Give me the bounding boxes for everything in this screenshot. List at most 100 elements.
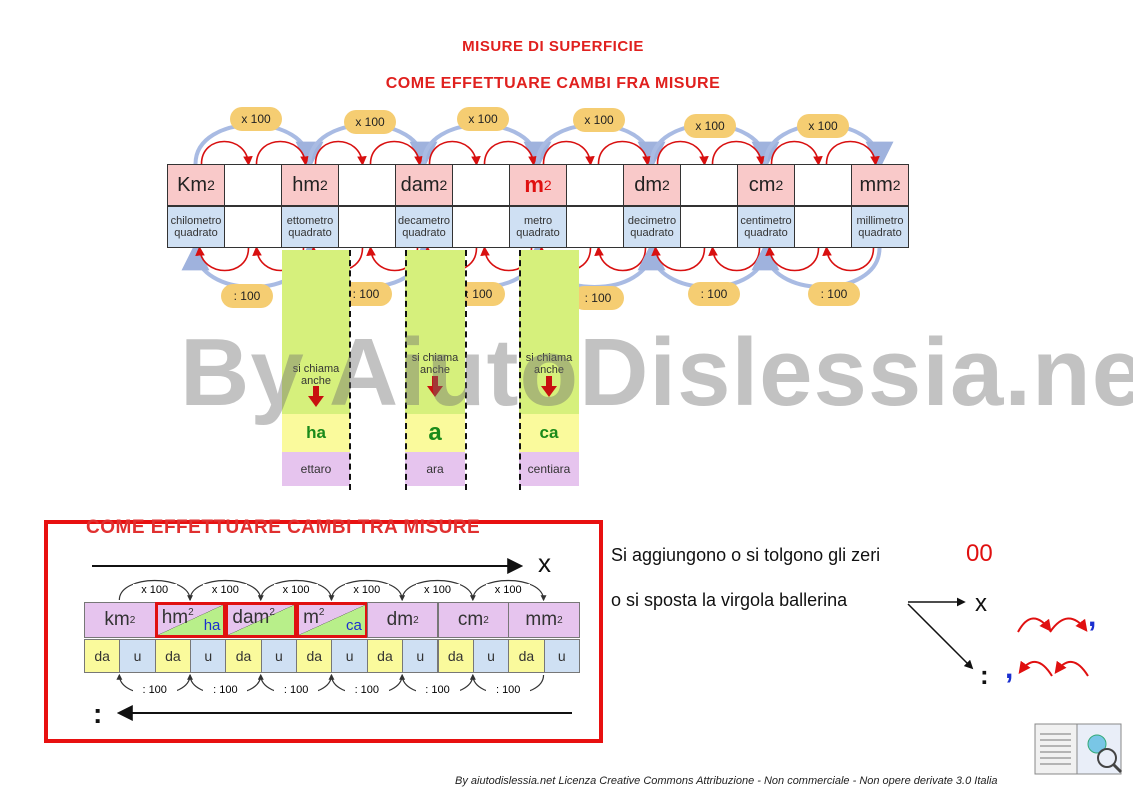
inset-divide-label: : 100 bbox=[344, 684, 389, 696]
inset-divide-label: : 100 bbox=[486, 684, 531, 696]
small-arc-top bbox=[825, 140, 880, 166]
dashed-separator bbox=[465, 250, 467, 490]
unit-exponent: 2 bbox=[320, 177, 328, 193]
unit-symbol-text: mm bbox=[859, 173, 893, 196]
inset-multiply-label: x 100 bbox=[132, 584, 177, 596]
inset-unit-exponent: 2 bbox=[269, 607, 275, 618]
inset-arc-top bbox=[330, 579, 406, 602]
inset-unit-exponent: 2 bbox=[188, 607, 194, 618]
rule-comma-text: o si sposta la virgola ballerina bbox=[611, 590, 848, 610]
inset-multiply-label: x 100 bbox=[203, 584, 248, 596]
inset-multiply-label: x 100 bbox=[486, 584, 531, 596]
unit-symbol-text: m bbox=[524, 172, 544, 197]
divide-bubble: : 100 bbox=[688, 282, 740, 306]
unit-exponent: 2 bbox=[775, 177, 784, 193]
small-arc-top bbox=[711, 140, 766, 166]
inset-unit-exponent: 2 bbox=[483, 614, 489, 626]
unit-symbol-text: hm bbox=[292, 173, 320, 196]
rule-zeros-value: 00 bbox=[966, 540, 993, 567]
small-arc-top bbox=[428, 140, 481, 166]
inset-multiply-label: x 100 bbox=[344, 584, 389, 596]
multiply-bubble: x 100 bbox=[230, 107, 282, 131]
small-arc-bottom bbox=[651, 246, 706, 272]
unit-exponent: 2 bbox=[439, 177, 448, 193]
unit-name-dm: decimetro quadrato bbox=[623, 206, 681, 248]
inset-unit-exponent: 2 bbox=[318, 607, 325, 618]
unit-exponent: 2 bbox=[662, 177, 670, 193]
small-arc-bottom bbox=[594, 246, 647, 272]
inset-arc-top bbox=[189, 579, 264, 602]
small-arc-top bbox=[200, 140, 253, 166]
unit-spacer-cell bbox=[452, 164, 510, 206]
site-logo bbox=[1033, 720, 1125, 776]
agrarian-note: si chiama anche bbox=[411, 352, 459, 376]
unit-spacer-cell bbox=[794, 164, 852, 206]
unit-name-km: chilometro quadrato bbox=[167, 206, 225, 248]
down-arrow-icon bbox=[427, 376, 443, 397]
multiply-bubble: x 100 bbox=[344, 110, 396, 134]
inset-frame bbox=[44, 520, 603, 743]
inset-divide-symbol: : bbox=[93, 698, 103, 729]
inset-digit-u: u bbox=[331, 639, 368, 673]
unit-name-mm: millimetro quadrato bbox=[851, 206, 909, 248]
agrarian-symbol-ca: ca bbox=[519, 414, 579, 452]
unit-symbol-text: dam bbox=[400, 173, 440, 196]
inset-digit-da: da bbox=[437, 639, 474, 673]
unit-spacer-cell bbox=[224, 206, 282, 248]
unit-name-hm: ettometro quadrato bbox=[281, 206, 339, 248]
inset-divide-label: : 100 bbox=[274, 684, 319, 696]
down-arrow-icon bbox=[541, 376, 557, 397]
unit-exponent: 2 bbox=[543, 177, 552, 193]
inset-arc-top bbox=[118, 579, 194, 602]
inset-digit-da: da bbox=[366, 639, 404, 673]
inset-digit-u: u bbox=[190, 639, 227, 673]
unit-exponent: 2 bbox=[207, 177, 215, 193]
inset-unit-text: dm bbox=[386, 609, 414, 630]
inset-arc-top bbox=[472, 579, 547, 602]
inset-digit-da: da bbox=[296, 639, 333, 673]
license-footer: By aiutodislessia.net Licenza Creative C… bbox=[455, 775, 998, 787]
inset-unit-text: hm bbox=[161, 607, 189, 628]
small-arc-top bbox=[314, 140, 367, 166]
small-arc-top bbox=[770, 140, 823, 166]
inset-arc-top bbox=[260, 579, 335, 602]
inset-unit-text: cm bbox=[457, 609, 484, 630]
agrarian-note: si chiama anche bbox=[525, 352, 573, 376]
page-title: MISURE DI SUPERFICIE bbox=[462, 38, 644, 55]
watermark-text: By AiutoDislessia.net bbox=[180, 319, 1133, 426]
inset-title: COME EFFETTUARE CAMBI TRA MISURE bbox=[86, 517, 481, 538]
unit-spacer-cell bbox=[794, 206, 852, 248]
unit-symbol-text: Km bbox=[177, 173, 208, 196]
inset-arrows bbox=[92, 558, 572, 721]
inset-agrarian-label: ha bbox=[203, 617, 221, 634]
inset-digit-u: u bbox=[543, 639, 580, 673]
small-arc-top bbox=[483, 140, 538, 166]
comma-right-symbol: , bbox=[1088, 600, 1097, 633]
divide-bubble: : 100 bbox=[808, 282, 860, 306]
inset-unit-text: m bbox=[303, 607, 319, 628]
inset-digit-u: u bbox=[119, 639, 156, 673]
divide-bubble: : 100 bbox=[572, 286, 624, 310]
small-arc-bottom bbox=[822, 246, 875, 272]
agrarian-symbol-ha: ha bbox=[282, 414, 350, 452]
agrarian-name-ettaro: ettaro bbox=[282, 452, 350, 486]
small-arc-top bbox=[656, 140, 709, 166]
unit-spacer-cell bbox=[452, 206, 510, 248]
inset-digit-u: u bbox=[402, 639, 439, 673]
unit-spacer-cell bbox=[338, 206, 396, 248]
unit-spacer-cell bbox=[680, 164, 738, 206]
inset-unit-exponent: 2 bbox=[413, 614, 419, 626]
agrarian-note: si chiama anche bbox=[292, 363, 340, 387]
dashed-separator bbox=[405, 250, 407, 490]
dashed-separator bbox=[519, 250, 521, 490]
inset-multiply-label: x 100 bbox=[274, 584, 319, 596]
